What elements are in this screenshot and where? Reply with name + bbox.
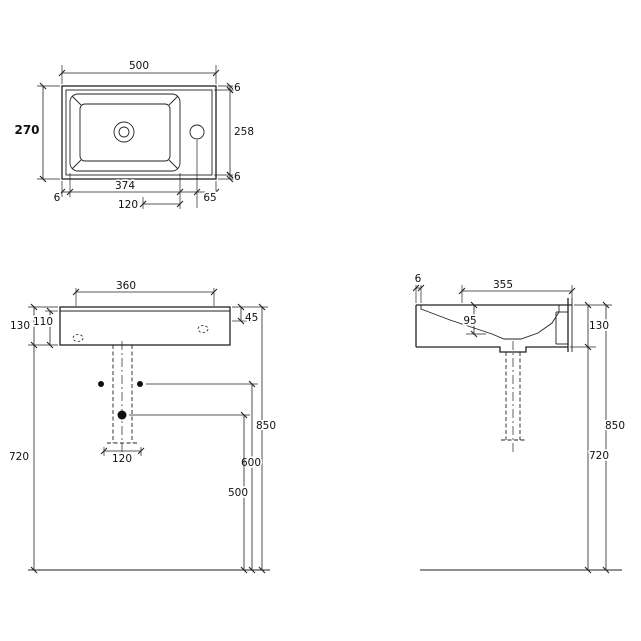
hidden-fixing-hole	[72, 334, 84, 342]
waste-outlet	[117, 410, 127, 420]
plan-dim-basin-length: 374	[115, 180, 135, 192]
plan-dim-tap-offset: 65	[203, 192, 216, 204]
side-dim-bowl-depth: 95	[463, 315, 476, 327]
plan-dim-overall-width: 500	[129, 60, 149, 72]
fixing-bolt-left	[98, 381, 104, 387]
front-dim-front-height: 130	[10, 320, 30, 332]
front-dim-bottom-height: 720	[9, 451, 29, 463]
plan-view	[61, 85, 217, 180]
front-dim-rim-band: 45	[245, 312, 258, 324]
plan-dim-drain-to-edge: 120	[118, 199, 138, 211]
plan-dim-rim-bottom: 6	[234, 171, 241, 183]
plan-dim-rim-top: 6	[234, 82, 241, 94]
side-dim-overall-depth: 355	[493, 279, 513, 291]
side-dim-bottom-height: 720	[589, 450, 609, 462]
front-dim-inner-height: 110	[33, 316, 53, 328]
plan-dim-rim-left: 6	[54, 192, 61, 204]
front-dim-drain-width: 120	[112, 453, 132, 465]
tap-hole	[189, 124, 205, 140]
front-dim-trap-height: 500	[228, 487, 248, 499]
fixing-bolt-right	[137, 381, 143, 387]
front-dimensions: 360 130 110 720 45 850 600 500 120	[7, 278, 278, 574]
side-dim-rim-thickness: 6	[415, 273, 422, 285]
drain-hole	[113, 121, 135, 143]
side-view	[415, 298, 622, 571]
front-dim-total-height: 850	[256, 420, 276, 432]
front-view	[28, 306, 270, 571]
side-dim-front-height: 130	[589, 320, 609, 332]
plan-dim-overall-depth: 270	[14, 123, 39, 137]
plan-dim-inner-depth: 258	[234, 126, 254, 138]
plan-dimensions: 500 270 6 258 6 6 374 65 120	[13, 58, 256, 213]
front-dim-inner-width: 360	[116, 280, 136, 292]
side-dim-total-height: 850	[605, 420, 625, 432]
hidden-tap-hole	[197, 325, 209, 333]
side-dimensions: 6 355 95 130 720 850	[412, 271, 627, 574]
